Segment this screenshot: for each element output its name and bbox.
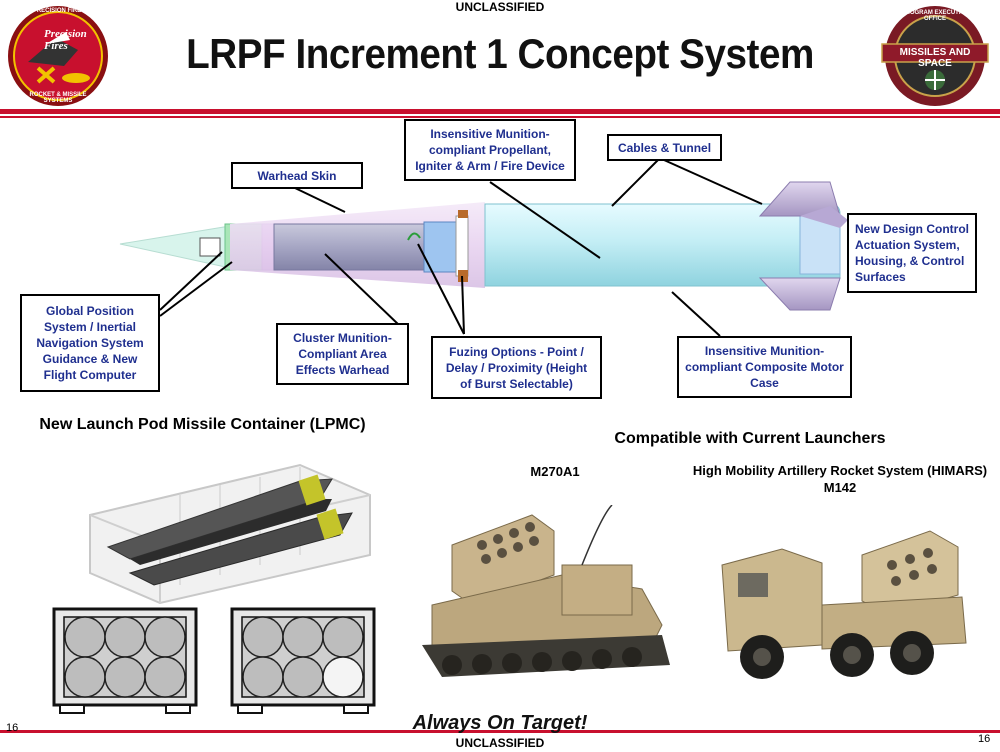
logo-left-bottom-ring: ROCKET & MISSILE SYSTEMS [29, 92, 87, 104]
precision-fires-logo: Precision Fires PRECISION FIRES ROCKET &… [6, 4, 110, 108]
page-number-right: 16 [978, 733, 991, 745]
callout-control-actuation: New Design Control Actuation System, Hou… [847, 213, 977, 293]
footer-slogan: Always On Target! [412, 712, 588, 734]
logo-left-word1: Precision [44, 28, 87, 40]
launchers-heading: Compatible with Current Launchers [614, 430, 886, 447]
logo-left-word2: Fires [44, 40, 68, 52]
footer-divider [0, 730, 1000, 733]
callout-motor-case: Insensitive Munition-compliant Composite… [677, 336, 852, 398]
callout-gps-ins: Global Position System / Inertial Naviga… [20, 294, 160, 392]
page-title: LRPF Increment 1 Concept System [186, 30, 814, 77]
callout-fuzing-options: Fuzing Options - Point / Delay / Proximi… [431, 336, 602, 399]
lpmc-pod-illustration [89, 463, 371, 605]
himars-label: High Mobility Artillery Rocket System (H… [692, 463, 988, 495]
callout-cluster-warhead: Cluster Munition-Compliant Area Effects … [276, 323, 409, 385]
classification-bottom: UNCLASSIFIED [455, 736, 545, 750]
missile-diagram [119, 159, 848, 337]
himars-vehicle-image [721, 530, 967, 679]
callout-warhead-skin: Warhead Skin [231, 162, 363, 189]
peo-missiles-space-logo: PROGRAM EXECUTIVE OFFICE MISSILES AND SP… [880, 4, 990, 108]
classification-top: UNCLASSIFIED [455, 0, 545, 14]
logo-left-top-ring: PRECISION FIRES [32, 8, 86, 14]
callout-propellant: Insensitive Munition-compliant Propellan… [404, 119, 576, 181]
m270a1-label: M270A1 [530, 464, 580, 479]
pod-cross-section-left [52, 607, 198, 714]
page-number-left: 16 [6, 722, 19, 734]
header-divider-thin [0, 116, 1000, 118]
header-divider-thick [0, 109, 1000, 114]
logo-right-banner: MISSILES AND SPACE [899, 47, 971, 69]
lpmc-heading: New Launch Pod Missile Container (LPMC) [39, 416, 366, 433]
logo-right-ring-text: PROGRAM EXECUTIVE OFFICE [901, 10, 969, 22]
pod-cross-section-right [230, 607, 376, 714]
callout-cables-tunnel: Cables & Tunnel [607, 134, 722, 161]
m270a1-vehicle-image [422, 505, 670, 677]
